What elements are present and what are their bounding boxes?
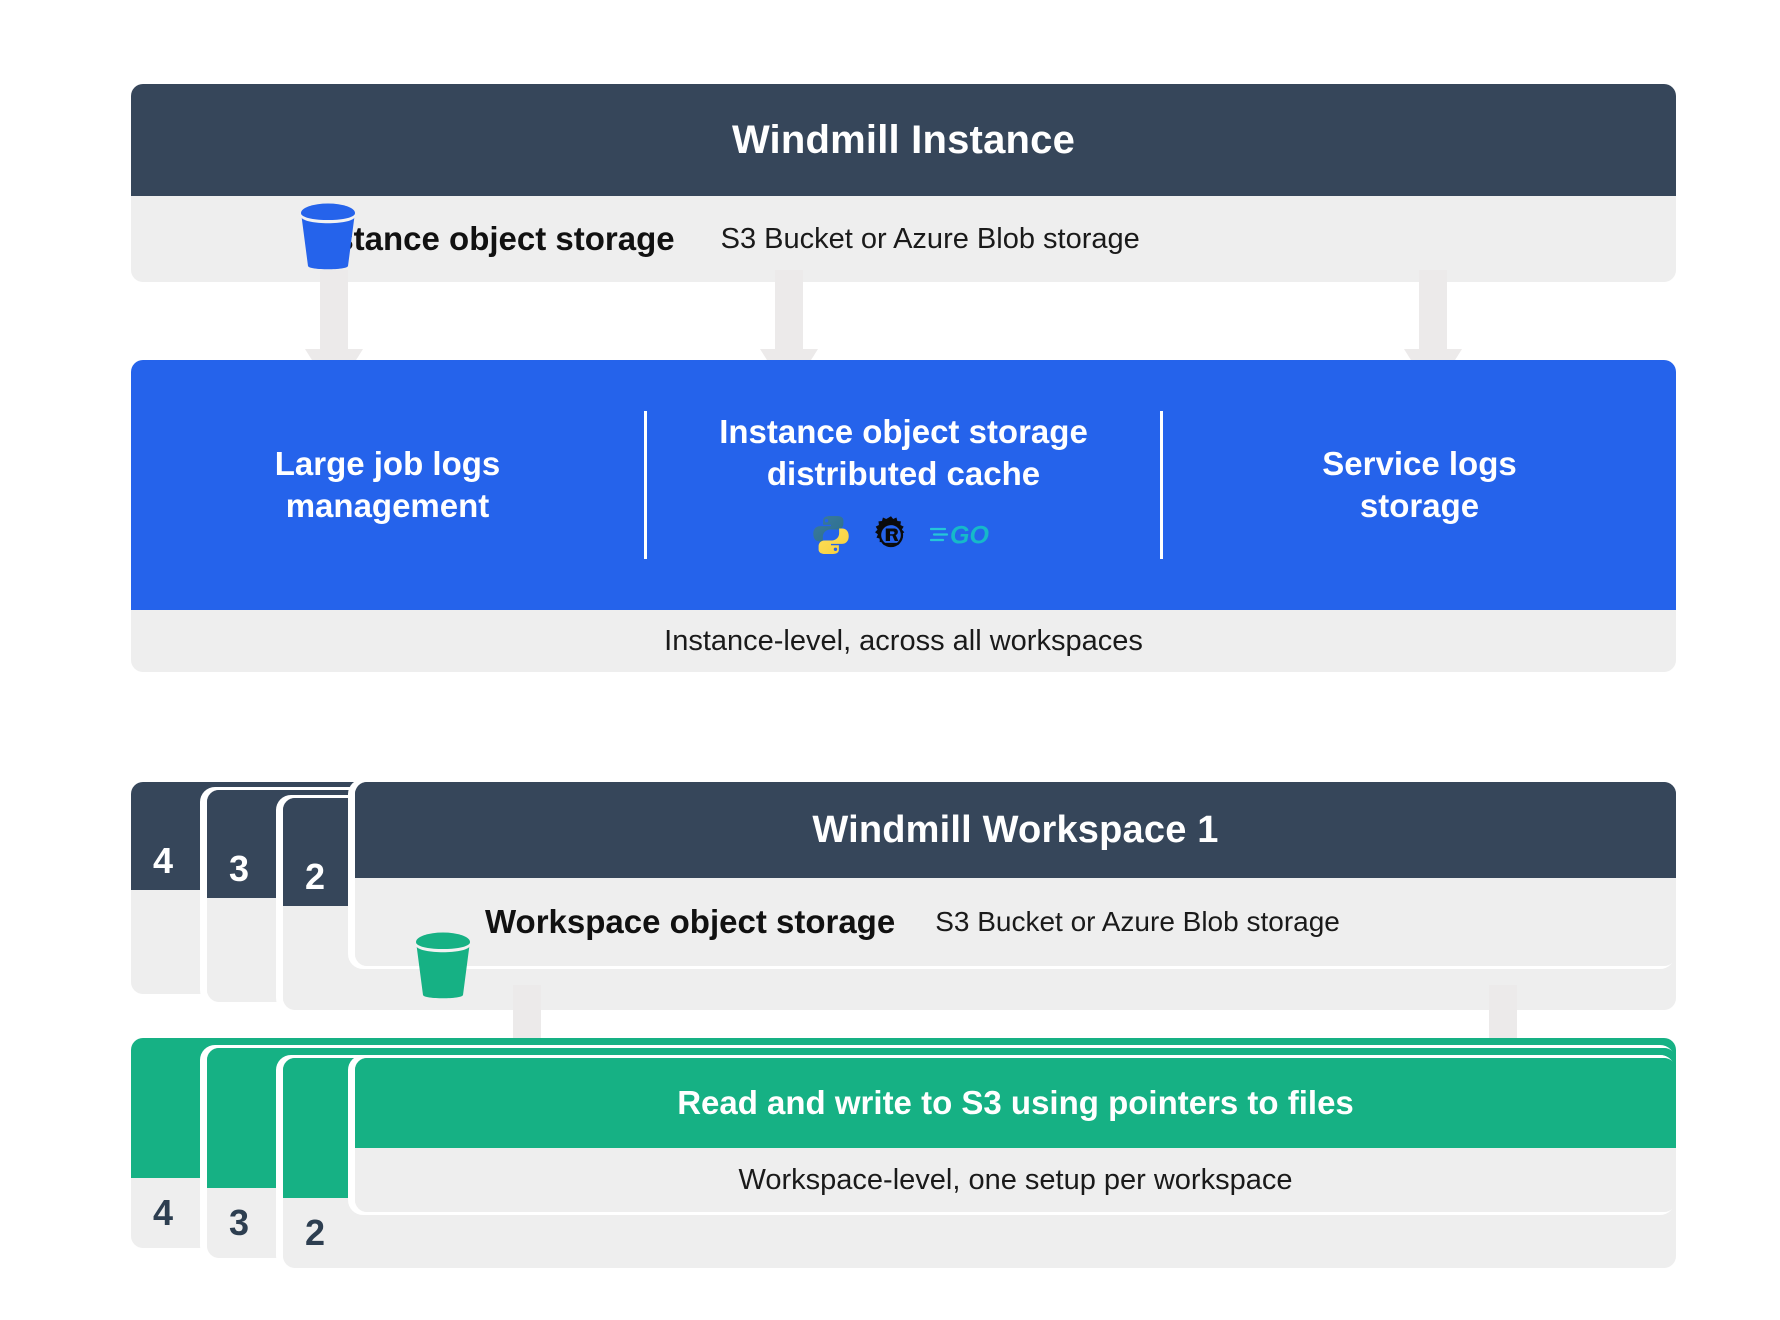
workspace-footer: Workspace-level, one setup per workspace [355,1148,1676,1212]
capability-distributed-cache: Instance object storage distributed cach… [647,411,1160,559]
svg-text:GO: GO [950,522,989,550]
workspace-object-storage-sublabel: S3 Bucket or Azure Blob storage [935,906,1340,937]
capability-large-job-logs: Large job logs management [131,443,644,527]
capability-divider-1 [644,411,647,559]
capability-label-line2: management [285,487,490,524]
connector-arrow-line-2 [775,270,803,350]
workspace-title: Windmill Workspace 1 [355,782,1676,878]
language-logos: GO [669,511,1138,559]
go-logo: GO [929,522,989,550]
workspace-object-storage-label: Workspace object storage [485,903,896,940]
workspace-object-storage-row: Workspace object storage S3 Bucket or Az… [355,878,1676,966]
capability-label-line1: Service logs [1322,444,1517,482]
instance-object-storage-label: Instance object storage [306,220,675,257]
instance-title: Windmill Instance [131,84,1676,196]
connector-arrow-line-3 [1419,270,1447,350]
python-logo [812,516,849,555]
rust-logo [874,516,904,548]
workspace-s3-card: Read and write to S3 using pointers to f… [355,1058,1676,1212]
capability-label-line2: storage [1359,487,1480,524]
instance-object-storage-row: Instance object storage S3 Bucket or Azu… [131,196,1676,282]
instance-card: Windmill Instance Instance object storag… [131,84,1676,282]
capability-service-logs: Service logs storage [1163,443,1676,527]
workspace-s3-banner: Read and write to S3 using pointers to f… [355,1058,1676,1148]
capability-label-line1: Large job logs [274,444,501,482]
bucket-icon [301,203,355,270]
workspace-card: Windmill Workspace 1 Workspace object st… [355,782,1676,966]
capability-label-line1: Instance object storage [719,412,1088,450]
instance-footer: Instance-level, across all workspaces [131,610,1676,672]
instance-capability-band: Large job logs management Instance objec… [131,360,1676,610]
connector-arrow-line-1 [320,270,348,350]
bucket-icon [416,932,470,999]
capability-divider-2 [1160,411,1163,559]
instance-object-storage-sublabel: S3 Bucket or Azure Blob storage [720,222,1140,255]
capability-label-line2: distributed cache [766,455,1041,492]
